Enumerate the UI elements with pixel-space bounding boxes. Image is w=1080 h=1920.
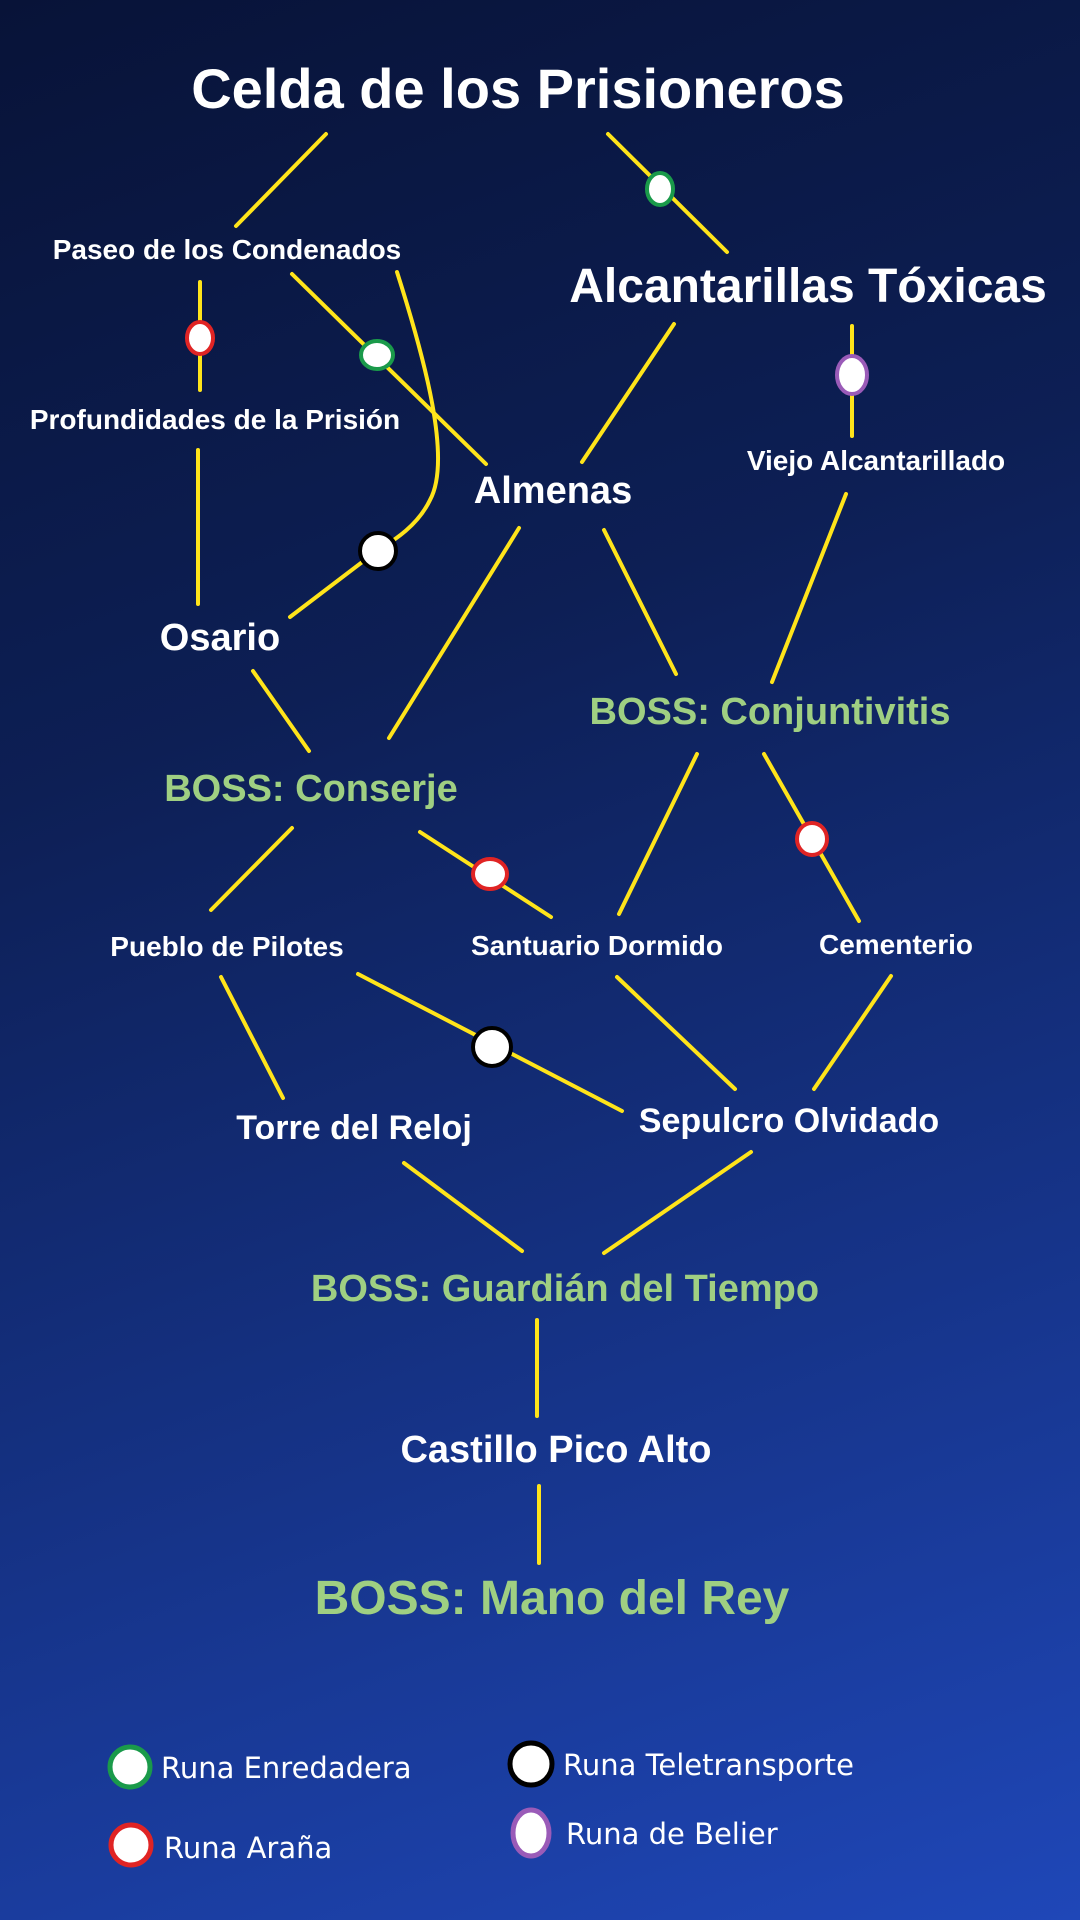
edge-ramparts-to-concierge	[387, 526, 521, 740]
edge-clock-tower-to-time-keeper	[402, 1161, 524, 1253]
edge-graveyard-to-sepulcher	[812, 974, 893, 1091]
node-graveyard: Cementerio	[819, 929, 973, 960]
legend-vine-rune-label: Runa Enredadera	[161, 1751, 412, 1785]
node-high-peak-castle: Castillo Pico Alto	[400, 1429, 711, 1471]
teleport-rune-icon	[358, 531, 398, 571]
edge-sanctuary-to-sepulcher	[615, 975, 737, 1091]
spider-rune-icon	[471, 857, 509, 891]
edge-toxic-sewers-to-ramparts	[580, 322, 676, 464]
edge-conjunctivius-to-sanctuary	[617, 752, 699, 916]
edge-sepulcher-to-time-keeper	[602, 1150, 753, 1255]
legend-teleport-rune: Runa Teletransporte	[507, 1740, 854, 1788]
ram-rune-icon	[510, 1807, 552, 1859]
node-forgotten-sepulcher: Sepulcro Olvidado	[639, 1102, 939, 1140]
node-boss-conjunctivius: BOSS: Conjuntivitis	[590, 691, 951, 733]
node-toxic-sewers: Alcantarillas Tóxicas	[569, 260, 1047, 313]
node-boss-concierge: BOSS: Conserje	[164, 768, 458, 810]
node-labels: Celda de los Prisioneros Paseo de los Co…	[30, 57, 1047, 1625]
edge-promenade-to-ramparts	[290, 272, 488, 466]
edge-concierge-to-stilt-village	[209, 826, 294, 912]
node-slumbering-sanctuary: Santuario Dormido	[471, 930, 723, 961]
edge-prisoners-cell-to-promenade	[234, 132, 328, 228]
legend-teleport-rune-label: Runa Teletransporte	[563, 1748, 854, 1782]
node-ramparts: Almenas	[474, 470, 632, 512]
legend-ram-rune-label: Runa de Belier	[566, 1817, 778, 1851]
legend-ram-rune: Runa de Belier	[510, 1807, 778, 1859]
node-promenade: Paseo de los Condenados	[53, 234, 402, 265]
edge-ramparts-to-conjunctivius	[602, 528, 678, 676]
node-clock-tower: Torre del Reloj	[236, 1109, 472, 1147]
ram-rune-icon	[835, 354, 869, 396]
node-stilt-village: Pueblo de Pilotes	[110, 931, 343, 962]
edge-stilt-village-to-clock-tower	[219, 975, 285, 1100]
connections	[196, 132, 893, 1565]
edge-old-sewers-to-conjunctivius	[770, 492, 848, 684]
node-prisoners-cell: Celda de los Prisioneros	[191, 57, 845, 120]
teleport-rune-icon	[507, 1740, 555, 1788]
legend: Runa Enredadera Runa Araña Runa Teletran…	[107, 1740, 854, 1868]
node-old-sewers: Viejo Alcantarillado	[747, 445, 1005, 476]
vine-rune-icon	[645, 171, 675, 207]
edge-promenade-to-ossuary	[288, 270, 441, 619]
spider-rune-icon	[185, 320, 215, 356]
node-boss-time-keeper: BOSS: Guardián del Tiempo	[311, 1268, 819, 1310]
spider-rune-icon	[795, 821, 829, 857]
legend-vine-rune: Runa Enredadera	[107, 1744, 412, 1790]
node-boss-hand-of-king: BOSS: Mano del Rey	[315, 1572, 790, 1625]
node-prison-depths: Profundidades de la Prisión	[30, 404, 400, 435]
teleport-rune-icon	[471, 1026, 513, 1068]
vine-rune-icon	[359, 339, 395, 371]
legend-spider-rune: Runa Araña	[108, 1822, 332, 1868]
node-ossuary: Osario	[160, 617, 280, 659]
edge-ossuary-to-concierge	[251, 669, 311, 753]
rune-markers	[185, 171, 869, 1068]
vine-rune-icon	[107, 1744, 153, 1790]
legend-spider-rune-label: Runa Araña	[164, 1831, 332, 1865]
spider-rune-icon	[108, 1822, 154, 1868]
